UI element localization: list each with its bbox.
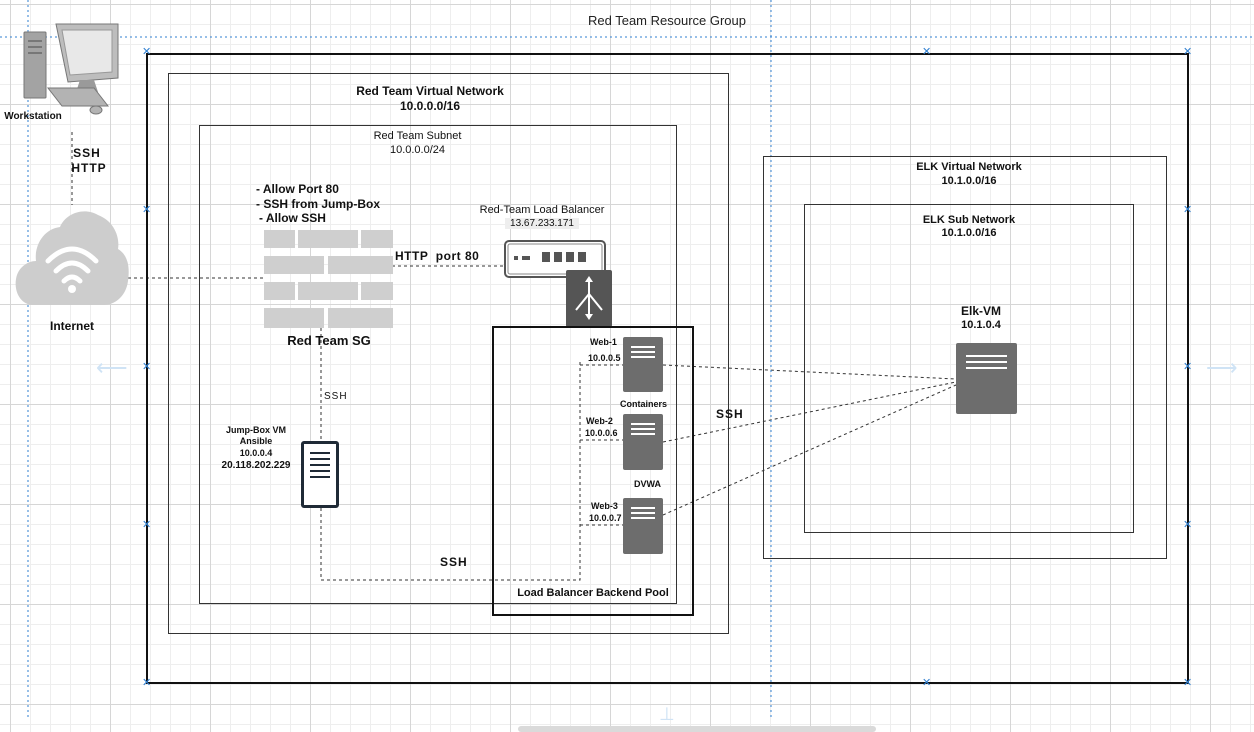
elk-subnet-title: ELK Sub Network bbox=[922, 214, 1016, 226]
jumpbox-server-icon[interactable] bbox=[301, 441, 339, 508]
red-vnet-box[interactable] bbox=[168, 73, 729, 634]
workstation-label: Workstation bbox=[4, 111, 62, 122]
selection-handle[interactable]: ✕ bbox=[142, 361, 152, 373]
selection-handle[interactable]: ✕ bbox=[1183, 677, 1193, 689]
selection-handle[interactable]: ✕ bbox=[142, 204, 152, 216]
elk-subnet-cidr: 10.1.0.0/16 bbox=[941, 227, 997, 239]
dvwa-note: DVWA bbox=[634, 479, 661, 489]
elk-vm-ip: 10.1.0.4 bbox=[961, 319, 1001, 331]
backend-pool-box[interactable] bbox=[492, 326, 694, 616]
selection-handle[interactable]: ✕ bbox=[1183, 361, 1193, 373]
web3-server-icon[interactable] bbox=[623, 498, 663, 554]
jumpbox-name: Jump-Box VM bbox=[225, 425, 286, 435]
web1-name: Web-1 bbox=[590, 337, 617, 347]
jumpbox-pool-link bbox=[320, 362, 581, 581]
cloud-icon bbox=[14, 205, 130, 311]
elk-vnet-title: ELK Virtual Network bbox=[916, 161, 1022, 173]
resource-group-box[interactable] bbox=[146, 53, 1189, 684]
elk-vnet-cidr: 10.1.0.0/16 bbox=[941, 175, 997, 187]
jumpbox-pool-link-label: SSH bbox=[440, 555, 468, 569]
nsg-rule: - SSH from Jump-Box bbox=[256, 197, 381, 211]
web1-elk-link bbox=[662, 364, 957, 380]
lb-title: Red-Team Load Balancer bbox=[479, 204, 605, 216]
arrow-left-icon[interactable]: ⟵ bbox=[96, 355, 128, 380]
workstation-protocol-ssh: SSH bbox=[73, 146, 101, 160]
nsg-rule: - Allow SSH bbox=[259, 211, 326, 225]
jumpbox-private-ip: 10.0.0.4 bbox=[239, 448, 273, 458]
internet-label: Internet bbox=[49, 319, 94, 333]
red-subnet-cidr: 10.0.0.0/24 bbox=[389, 144, 446, 156]
selection-handle[interactable]: ✕ bbox=[142, 519, 152, 531]
lb-ip: 13.67.233.171 bbox=[505, 218, 579, 229]
selection-handle[interactable]: ✕ bbox=[1183, 46, 1193, 58]
red-vnet-cidr: 10.0.0.0/16 bbox=[399, 99, 461, 113]
web2-server-icon[interactable] bbox=[623, 414, 663, 470]
selection-handle[interactable]: ✕ bbox=[142, 677, 152, 689]
elk-vm-name: Elk-VM bbox=[960, 304, 1001, 318]
nsg-rule: - Allow Port 80 bbox=[256, 182, 339, 196]
elk-vm-server-icon[interactable] bbox=[956, 343, 1017, 414]
arrow-right-icon[interactable]: ⟶ bbox=[1206, 355, 1238, 380]
web2-elk-link bbox=[662, 381, 957, 443]
firewall-icon bbox=[264, 230, 393, 328]
resource-group-title: Red Team Resource Group bbox=[587, 13, 746, 28]
nsg-label: Red Team SG bbox=[287, 333, 371, 348]
selection-handle[interactable]: ✕ bbox=[1183, 519, 1193, 531]
workstation-protocol-http: HTTP bbox=[71, 161, 107, 175]
jumpbox-role: Ansible bbox=[239, 436, 273, 446]
elk-link-label: SSH bbox=[716, 407, 744, 421]
web2-ip: 10.0.0.6 bbox=[585, 428, 618, 438]
red-vnet-title: Red Team Virtual Network bbox=[356, 84, 504, 98]
jumpbox-public-ip: 20.118.202.229 bbox=[221, 460, 291, 471]
containers-note: Containers bbox=[620, 399, 668, 409]
backend-pool-label: Load Balancer Backend Pool bbox=[517, 587, 669, 599]
arrow-down-icon[interactable]: ⊥ bbox=[659, 704, 675, 724]
sg-jumpbox-link-label: SSH bbox=[324, 391, 348, 402]
elk-subnet-box[interactable] bbox=[804, 204, 1134, 533]
red-subnet-title: Red Team Subnet bbox=[373, 130, 462, 142]
workstation-icon bbox=[20, 22, 120, 116]
selection-handle[interactable]: ✕ bbox=[922, 46, 932, 58]
selection-handle[interactable]: ✕ bbox=[922, 677, 932, 689]
sg-lb-link-label: HTTP port 80 bbox=[395, 249, 480, 263]
horizontal-scrollbar[interactable] bbox=[518, 726, 876, 732]
web1-ip: 10.0.0.5 bbox=[588, 353, 621, 363]
red-subnet-box[interactable] bbox=[199, 125, 677, 604]
switch-icon bbox=[504, 240, 606, 280]
web2-name: Web-2 bbox=[586, 416, 613, 426]
selection-handle[interactable]: ✕ bbox=[1183, 204, 1193, 216]
elk-vnet-box[interactable] bbox=[763, 156, 1167, 559]
selection-handle[interactable]: ✕ bbox=[142, 46, 152, 58]
load-balancer-icon bbox=[566, 270, 612, 327]
web3-name: Web-3 bbox=[591, 501, 618, 511]
web3-ip: 10.0.0.7 bbox=[589, 513, 622, 523]
web1-server-icon[interactable] bbox=[623, 337, 663, 392]
